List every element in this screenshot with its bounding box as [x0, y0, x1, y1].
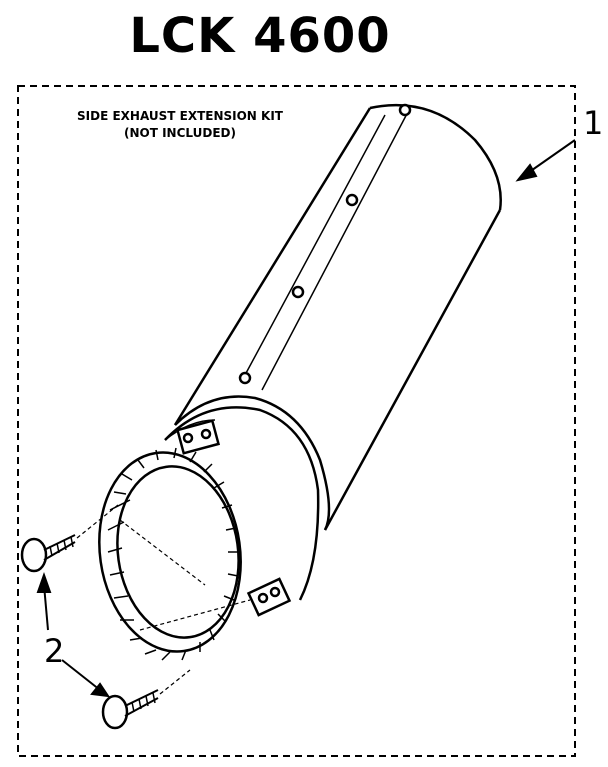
callout-label-2: 2 [44, 632, 65, 670]
kit-label: SIDE EXHAUST EXTENSION KIT (NOT INCLUDED… [60, 108, 300, 142]
kit-boundary-box [17, 85, 576, 757]
screw-bottom [101, 669, 191, 730]
diagram-title: LCK 4600 [129, 8, 391, 64]
screw-top [20, 504, 119, 573]
serrated-collar [98, 447, 251, 661]
callout-1-leader [515, 139, 576, 182]
kit-label-line-1: SIDE EXHAUST EXTENSION KIT [77, 109, 283, 123]
kit-label-line-2: (NOT INCLUDED) [124, 126, 236, 140]
callout-2-leaders [36, 571, 111, 698]
callout-label-1: 1 [583, 104, 604, 142]
exhaust-tube-part [164, 103, 502, 617]
